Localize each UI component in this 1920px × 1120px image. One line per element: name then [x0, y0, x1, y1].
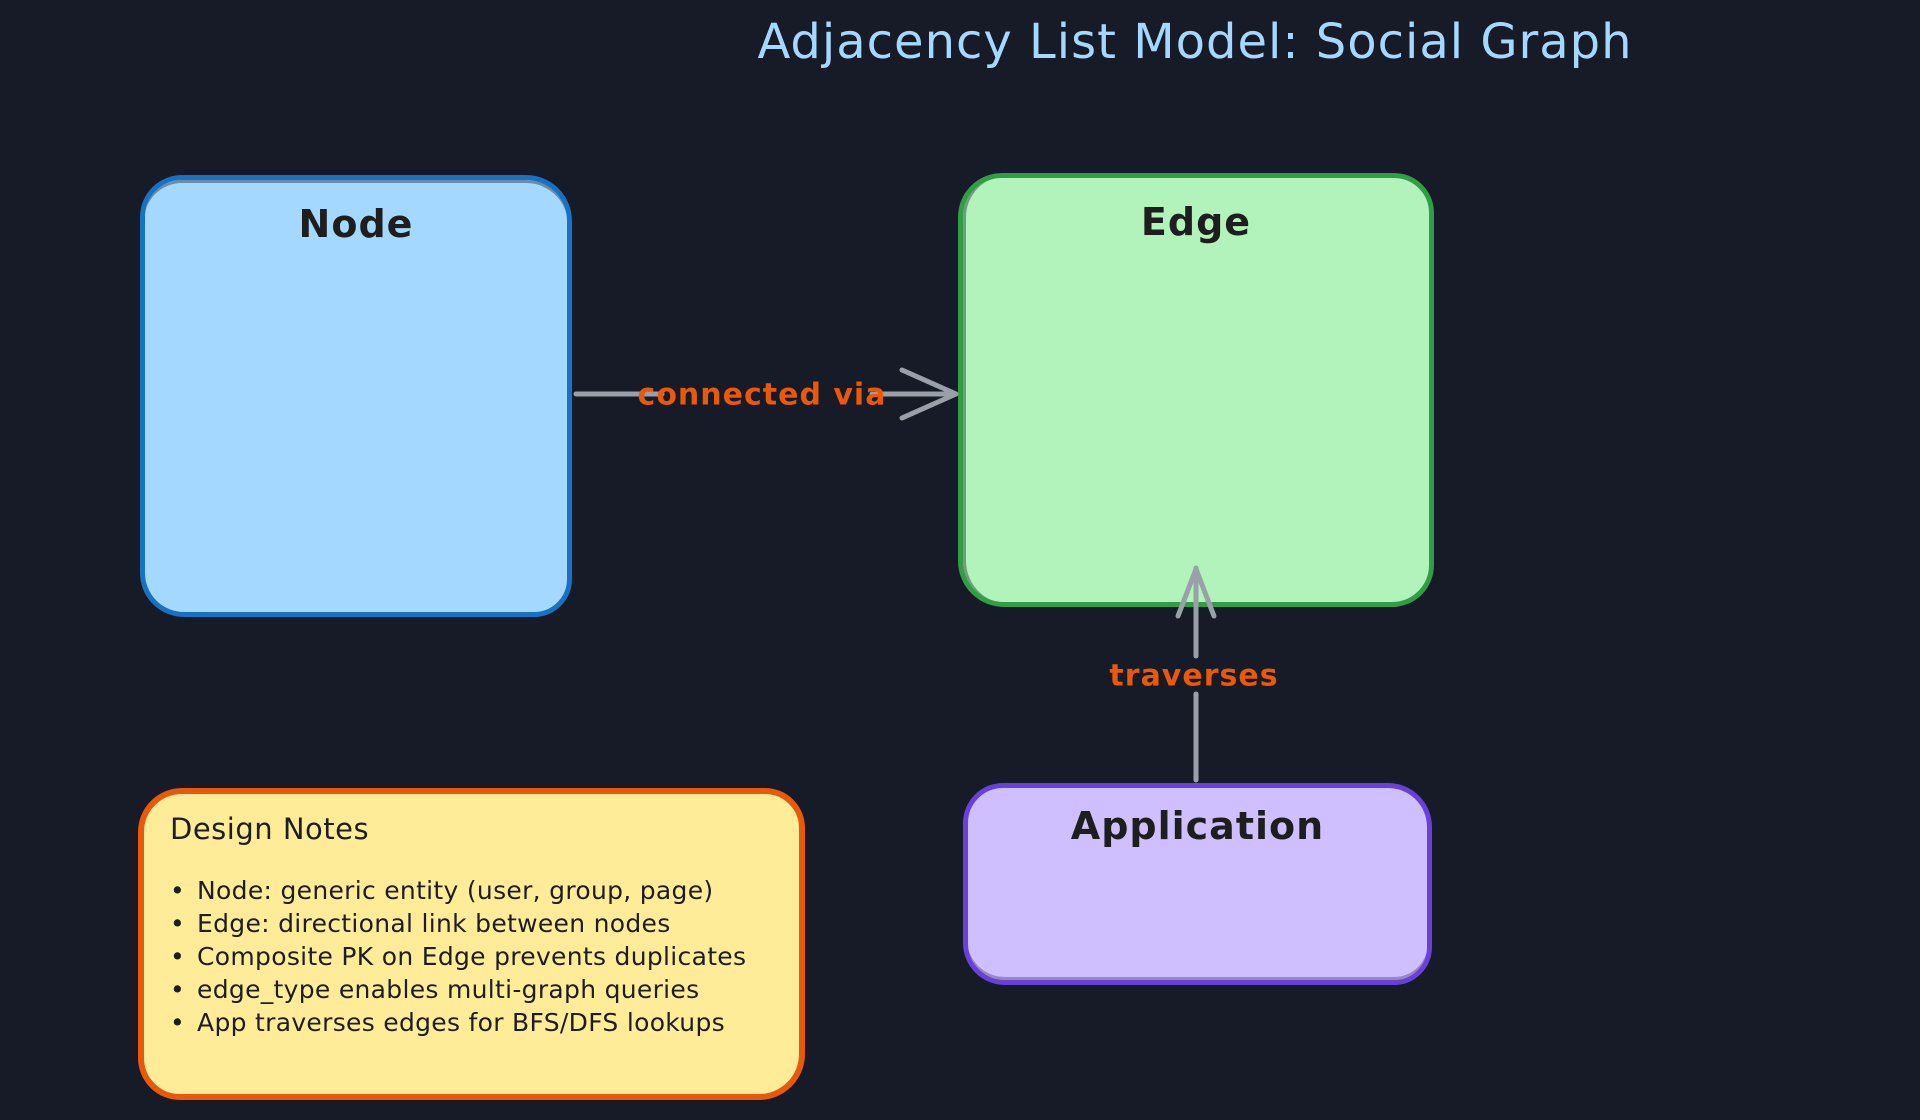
- design-notes-box: Design Notes • Node: generic entity (user…: [138, 788, 805, 1100]
- note-item: • edge_type enables multi-graph queries: [170, 973, 775, 1006]
- bullet-icon: •: [170, 942, 186, 971]
- note-text: Composite PK on Edge prevents duplicates: [197, 942, 747, 971]
- note-text: App traverses edges for BFS/DFS lookups: [197, 1008, 725, 1037]
- note-item: • App traverses edges for BFS/DFS lookups: [170, 1006, 775, 1039]
- node-entity-label: Node: [298, 202, 414, 246]
- note-item: • Composite PK on Edge prevents duplicate…: [170, 940, 775, 973]
- application-entity-box: Application: [963, 783, 1432, 985]
- design-notes-title: Design Notes: [170, 812, 370, 846]
- note-item: • Node: generic entity (user, group, page…: [170, 874, 775, 907]
- connected-via-label: connected via: [637, 377, 887, 413]
- note-text: Edge: directional link between nodes: [197, 909, 671, 938]
- bullet-icon: •: [170, 909, 186, 938]
- edge-entity-label: Edge: [1140, 200, 1252, 244]
- node-entity-box: Node: [140, 175, 572, 617]
- bullet-icon: •: [170, 1008, 186, 1037]
- edge-entity-box: Edge: [958, 173, 1434, 607]
- note-text: edge_type enables multi-graph queries: [197, 975, 700, 1004]
- bullet-icon: •: [170, 975, 186, 1004]
- diagram-title: Adjacency List Model: Social Graph: [757, 14, 1633, 70]
- design-notes-list: • Node: generic entity (user, group, page…: [170, 874, 775, 1039]
- note-item: • Edge: directional link between nodes: [170, 907, 775, 940]
- bullet-icon: •: [170, 876, 186, 905]
- traverses-label: traverses: [1109, 658, 1279, 694]
- note-text: Node: generic entity (user, group, page): [197, 876, 714, 905]
- application-entity-label: Application: [1070, 804, 1325, 848]
